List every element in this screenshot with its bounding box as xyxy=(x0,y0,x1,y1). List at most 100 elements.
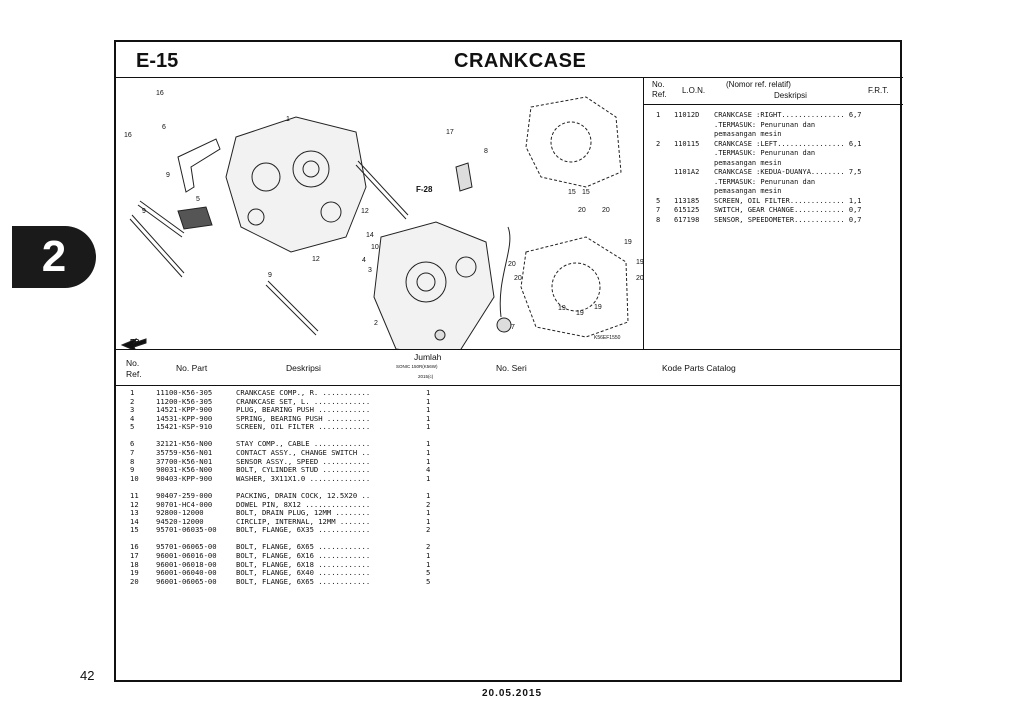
ref-desc: SENSOR, SPEEDOMETER............ 0,7 xyxy=(714,215,862,224)
parts-col-catalog: Kode Parts Catalog xyxy=(662,363,736,373)
part-quantity: 5 xyxy=(426,576,431,586)
svg-text:12: 12 xyxy=(312,256,320,263)
part-quantity: 2 xyxy=(426,499,431,509)
svg-text:20: 20 xyxy=(514,275,522,282)
group-spacer xyxy=(116,482,902,491)
part-description: BOLT, FLANGE, 6X35 ............ xyxy=(236,525,371,535)
group-spacer xyxy=(116,431,902,440)
svg-text:7: 7 xyxy=(511,324,515,331)
ref-table-row: .TERMASUK: Penurunan dan xyxy=(644,149,903,159)
chapter-tab: 2 xyxy=(12,226,96,288)
part-quantity: 1 xyxy=(426,473,431,483)
part-number: 95701-06065-00 xyxy=(156,542,217,552)
svg-text:9: 9 xyxy=(268,272,272,279)
svg-text:6: 6 xyxy=(162,124,166,131)
fig-ref-label: F-28 xyxy=(416,185,433,194)
part-description: BOLT, FLANGE, 6X40 ............ xyxy=(236,568,371,578)
part-description: BOLT, FLANGE, 6X16 ............ xyxy=(236,551,371,560)
part-quantity: 1 xyxy=(426,413,431,423)
svg-text:17: 17 xyxy=(446,129,454,136)
ref-no: 1 xyxy=(656,111,661,119)
svg-text:20: 20 xyxy=(636,275,644,282)
ref-desc: CRANKCASE :KEDUA-DUANYA........ 7,5 xyxy=(714,168,862,176)
part-ref-no: 20 xyxy=(130,576,139,586)
part-quantity: 4 xyxy=(426,465,431,475)
crankcase-right-shape xyxy=(225,116,367,253)
part-number: 90031-K56-N00 xyxy=(156,465,213,475)
parts-col-no: No. Ref. xyxy=(126,358,142,379)
ref-col-no: No. Ref. xyxy=(652,80,667,99)
part-number: 14531-KPP-900 xyxy=(156,413,213,423)
ref-col-desc: Deskripsi xyxy=(774,91,807,100)
part-quantity: 2 xyxy=(426,525,431,535)
ref-desc: .TERMASUK: Penurunan dan xyxy=(714,149,816,157)
ref-desc: pemasangan mesin xyxy=(714,158,782,167)
svg-text:16: 16 xyxy=(124,132,132,139)
part-description: STAY COMP., CABLE ............. xyxy=(236,439,371,449)
ref-desc: pemasangan mesin xyxy=(714,130,782,138)
part-ref-no: 18 xyxy=(130,559,139,569)
part-number: 90403-KPP-900 xyxy=(156,473,213,483)
svg-text:8: 8 xyxy=(484,148,488,155)
part-number: 92800-12000 xyxy=(156,508,204,518)
part-description: CIRCLIP, INTERNAL, 12MM ....... xyxy=(236,516,371,526)
ref-lon: 110115 xyxy=(674,139,700,148)
ref-desc: SCREEN, OIL FILTER............. 1,1 xyxy=(714,196,862,205)
ref-no: 2 xyxy=(656,139,661,148)
svg-text:15: 15 xyxy=(568,189,576,196)
part-quantity: 1 xyxy=(426,388,431,397)
parts-col-qty-year: 2015(c) xyxy=(418,374,434,379)
part-ref-no: 16 xyxy=(130,542,139,552)
ref-table-row: pemasangan mesin xyxy=(644,159,903,169)
parts-table-header: No. Ref. No. Part Deskripsi Jumlah SONIC… xyxy=(116,349,902,386)
header-divider xyxy=(116,77,644,78)
part-quantity: 1 xyxy=(426,456,431,466)
stay-bracket-shape xyxy=(177,138,221,193)
part-description: CRANKCASE COMP., R. ........... xyxy=(236,388,371,397)
svg-text:14: 14 xyxy=(366,232,374,239)
part-description: BOLT, FLANGE, 6X65 ............ xyxy=(236,542,371,552)
svg-text:16: 16 xyxy=(156,90,164,97)
section-code: E-15 xyxy=(136,50,179,72)
part-ref-no: 9 xyxy=(130,465,135,475)
parts-col-desc: Deskripsi xyxy=(286,363,321,373)
part-ref-no: 8 xyxy=(130,456,135,466)
parts-table-row: 6 32121-K56-N00 STAY COMP., CABLE ........… xyxy=(116,439,902,448)
part-description: SCREEN, OIL FILTER ............ xyxy=(236,422,371,432)
part-quantity: 1 xyxy=(426,551,431,560)
gasket-left-shape xyxy=(520,236,629,338)
part-number: 96001-06040-00 xyxy=(156,568,217,578)
part-ref-no: 2 xyxy=(130,396,135,406)
part-number: 32121-K56-N00 xyxy=(156,439,213,449)
part-ref-no: 12 xyxy=(130,499,139,509)
part-description: PACKING, DRAIN COCK, 12.5X20 .. xyxy=(236,490,371,500)
part-ref-no: 13 xyxy=(130,508,139,518)
svg-text:20: 20 xyxy=(578,207,586,214)
gasket-right-shape xyxy=(525,96,622,188)
ref-desc: CRANKCASE :LEFT................ 6,1 xyxy=(714,139,862,148)
part-quantity: 1 xyxy=(426,490,431,500)
part-ref-no: 6 xyxy=(130,439,135,449)
ref-col-lon: L.O.N. xyxy=(682,86,706,95)
ref-table-row: .TERMASUK: Penurunan dan xyxy=(644,121,903,131)
ref-desc: .TERMASUK: Penurunan dan xyxy=(714,120,816,129)
ref-lon: 617198 xyxy=(674,215,700,224)
part-description: CONTACT ASSY., CHANGE SWITCH .. xyxy=(236,448,371,458)
svg-text:5: 5 xyxy=(196,196,200,203)
page-title: CRANKCASE xyxy=(454,50,587,72)
ref-no: 7 xyxy=(656,206,661,214)
diagram-code: K56EF1550 xyxy=(594,335,621,341)
front-direction-label: FR. xyxy=(130,339,142,346)
part-quantity: 1 xyxy=(426,405,431,415)
part-description: DOWEL PIN, 8X12 ............... xyxy=(236,499,371,509)
